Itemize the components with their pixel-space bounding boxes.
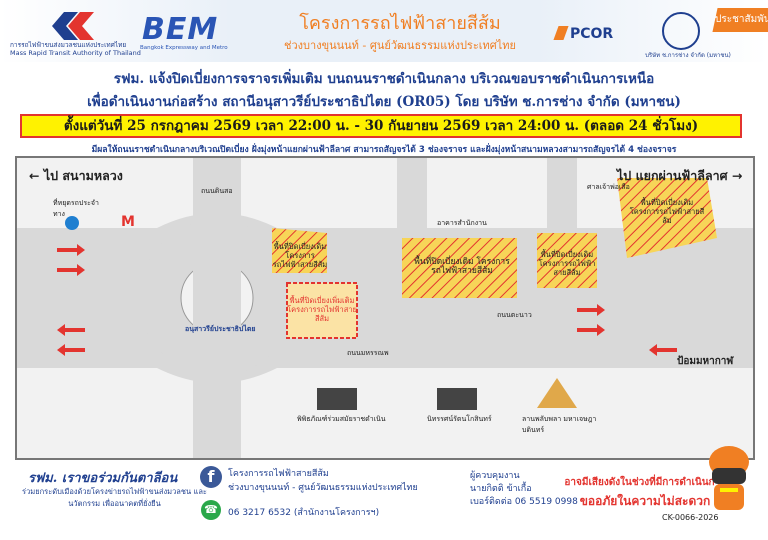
label-museum: พิพิธภัณฑ์ร่วมสมัยราชดำเนิน xyxy=(297,415,386,423)
label-area-right: พื้นที่ปิดเบี่ยงเดิม โครงการรถไฟฟ้าสายสี… xyxy=(538,250,596,277)
document-number: CK-0066-2026 xyxy=(662,513,719,522)
closure-area-right xyxy=(537,233,597,288)
pr-badge: ประชาสัมพันธ์ xyxy=(712,8,768,32)
direction-left: ← ไป สนามหลวง xyxy=(29,168,123,183)
road-dinso xyxy=(193,158,241,458)
phone-icon: ☎ xyxy=(201,500,221,520)
apology-line2: ขออภัยในความไม่สะดวก xyxy=(579,494,711,508)
label-mahakan: ป้อมมหากาฬ xyxy=(677,356,734,367)
road-tanao xyxy=(397,158,427,228)
label-right-building: ศาลเจ้าพ่อเสือ xyxy=(587,183,630,191)
label-area-far-right: พื้นที่ปิดเบี่ยงเดิม โครงการรถไฟฟ้าสายสี… xyxy=(629,198,705,225)
label-area-red: พื้นที่ปิดเบี่ยงเพิ่มเติม โครงการรถไฟฟ้า… xyxy=(287,296,357,323)
supervisor-phone: เบอร์ติดต่อ 06 5519 0998 xyxy=(470,497,578,507)
label-road-mahannop: ถนนมหรรณพ xyxy=(347,349,389,357)
label-temple: ลานพลับพลา มหาเจษฎาบดินทร์ xyxy=(522,415,597,434)
closure-area-left xyxy=(272,228,327,273)
header-band xyxy=(0,0,768,62)
label-area-main: พื้นที่ปิดเบี่ยงเดิม โครงการรถไฟฟ้าสายสี… xyxy=(414,257,510,276)
project-title: โครงการรถไฟฟ้าสายสีส้ม xyxy=(299,13,501,34)
rattanakosin-building-icon xyxy=(437,388,477,410)
mcdonalds-icon: M xyxy=(121,214,135,230)
mrta-name-th: การรถไฟฟ้าขนส่งมวลชนแห่งประเทศไทย xyxy=(10,41,127,49)
worker-mascot-icon xyxy=(709,446,749,510)
mrta-name: การรถไฟฟ้าขนส่งมวลชนแห่งประเทศไทย Mass R… xyxy=(10,41,160,57)
footer: รฟม. เราขอร่วมกันตาลีอน ร่วมยกระดับเมือง… xyxy=(0,460,768,540)
museum-building-icon xyxy=(317,388,357,410)
label-rattanakosin: นิทรรศน์รัตนโกสินทร์ xyxy=(427,415,492,423)
mrta-name-en: Mass Rapid Transit Authority of Thailand xyxy=(10,49,141,57)
closure-area-far-right xyxy=(617,178,717,258)
project-phone: 06 3217 6532 (สำนักงานโครงการฯ) xyxy=(228,508,380,518)
facebook-icon[interactable]: f xyxy=(200,466,222,488)
label-road-tanao: ถนนตะนาว xyxy=(497,311,532,319)
closure-area-main xyxy=(402,238,517,298)
pr-badge-text: ประชาสัมพันธ์ xyxy=(715,14,768,25)
project-subtitle: ช่วงบางขุนนนท์ - ศูนย์วัฒนธรรมแห่งประเทศ… xyxy=(284,39,516,52)
ch-karnchang-seal-icon xyxy=(662,12,700,50)
apology-line1: อาจมีเสียงดังในช่วงที่มีการดำเนินการ xyxy=(564,477,726,488)
facebook-page-name[interactable]: โครงการรถไฟฟ้าสายสีส้ม xyxy=(228,469,329,479)
map-svg: M xyxy=(17,158,753,458)
road-right-side xyxy=(547,158,577,228)
label-building-mid: อาคารสำนักงาน xyxy=(437,219,487,227)
label-bus-stop: ที่หยุดรถประจำทาง xyxy=(53,199,99,218)
effect-text: มีผลให้ถนนราชดำเนินกลางบริเวณปิดเบี่ยง ฝ… xyxy=(91,145,677,155)
supervisor-name: นายกิตติ ข้าเกื้อ xyxy=(470,484,532,494)
bem-sub: Bangkok Expressway and Metro xyxy=(140,45,228,51)
label-area-left: พื้นที่ปิดเบี่ยงเดิม โครงการรถไฟฟ้าสายสี… xyxy=(272,242,328,269)
announcement-line2: เพื่อดำเนินงานก่อสร้าง สถานีอนุสาวรีย์ปร… xyxy=(87,94,681,110)
announcement-line1: รฟม. แจ้งปิดเบี่ยงการจราจรเพิ่มเติม บนถน… xyxy=(113,71,655,87)
slogan: รฟม. เราขอร่วมกันตาลีอน xyxy=(28,471,178,486)
mrta-logo-icon xyxy=(52,12,94,40)
temple-icon xyxy=(537,378,577,408)
lane-arrows xyxy=(57,244,677,356)
date-range-box: ตั้งแต่วันที่ 25 กรกฎาคม 2569 เวลา 22:00… xyxy=(20,114,742,138)
supervisor-label: ผู้ควบคุมงาน xyxy=(470,471,520,481)
facebook-page-sub: ช่วงบางขุนนนท์ - ศูนย์วัฒนธรรมแห่งประเทศ… xyxy=(228,483,418,493)
label-monument: อนุสาวรีย์ประชาธิปไตย xyxy=(185,325,256,333)
header: การรถไฟฟ้าขนส่งมวลชนแห่งประเทศไทย Mass R… xyxy=(0,0,768,62)
traffic-map: M ← ไป สนามหลวง ไป แยกผ่านฟ้าลีลาศ → ถนน… xyxy=(15,156,755,460)
closure-area-red xyxy=(286,282,358,339)
slogan-sub: ร่วมยกระดับเมืองด้วยโครงข่ายรถไฟฟ้าขนส่ง… xyxy=(22,487,207,508)
bus-stop-icon xyxy=(65,216,79,230)
label-road-dinso: ถนนดินสอ xyxy=(201,187,233,195)
bem-logo: BEM xyxy=(142,12,219,47)
direction-right: ไป แยกผ่านฟ้าลีลาศ → xyxy=(617,168,743,183)
pcor-logo: PCOR xyxy=(570,26,614,42)
contractor-name: บริษัท ช.การช่าง จำกัด (มหาชน) xyxy=(645,52,731,59)
